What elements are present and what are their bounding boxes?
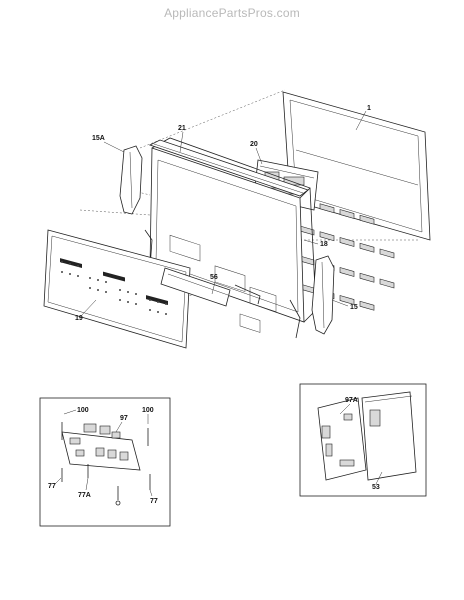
callouts-top: 1 21 20 15A 18 56 15 19 xyxy=(75,105,371,322)
callout-100-left: 100 xyxy=(77,407,89,414)
alignment-lines xyxy=(79,89,420,301)
callout-97a: 97A xyxy=(345,397,358,404)
callout-18: 18 xyxy=(320,241,328,248)
callout-100-right: 100 xyxy=(142,407,154,414)
part-19-control-panel xyxy=(43,229,191,349)
part-21-top-trim xyxy=(148,139,309,197)
part-56-bracket xyxy=(160,267,231,307)
callout-15a: 15A xyxy=(92,135,105,142)
callout-15: 15 xyxy=(350,304,358,311)
callout-77a: 77A xyxy=(78,492,91,499)
callout-1: 1 xyxy=(367,105,371,112)
part-1-rear-panel xyxy=(282,91,431,311)
detail-box-left: 100 100 97 77 77 77A xyxy=(39,397,171,527)
callout-53: 53 xyxy=(372,484,380,491)
part-15-right-end-cap xyxy=(311,255,335,335)
callout-21: 21 xyxy=(178,125,186,132)
callout-20: 20 xyxy=(250,141,258,148)
callout-56: 56 xyxy=(210,274,218,281)
callout-77-right: 77 xyxy=(150,498,158,505)
detail-box-right: 97A 53 xyxy=(299,383,427,497)
part-15a-left-end-cap xyxy=(119,145,143,215)
callout-77-left: 77 xyxy=(48,483,56,490)
callout-97: 97 xyxy=(120,415,128,422)
watermark: AppliancePartsPros.com xyxy=(164,6,300,20)
callout-19: 19 xyxy=(75,315,83,322)
